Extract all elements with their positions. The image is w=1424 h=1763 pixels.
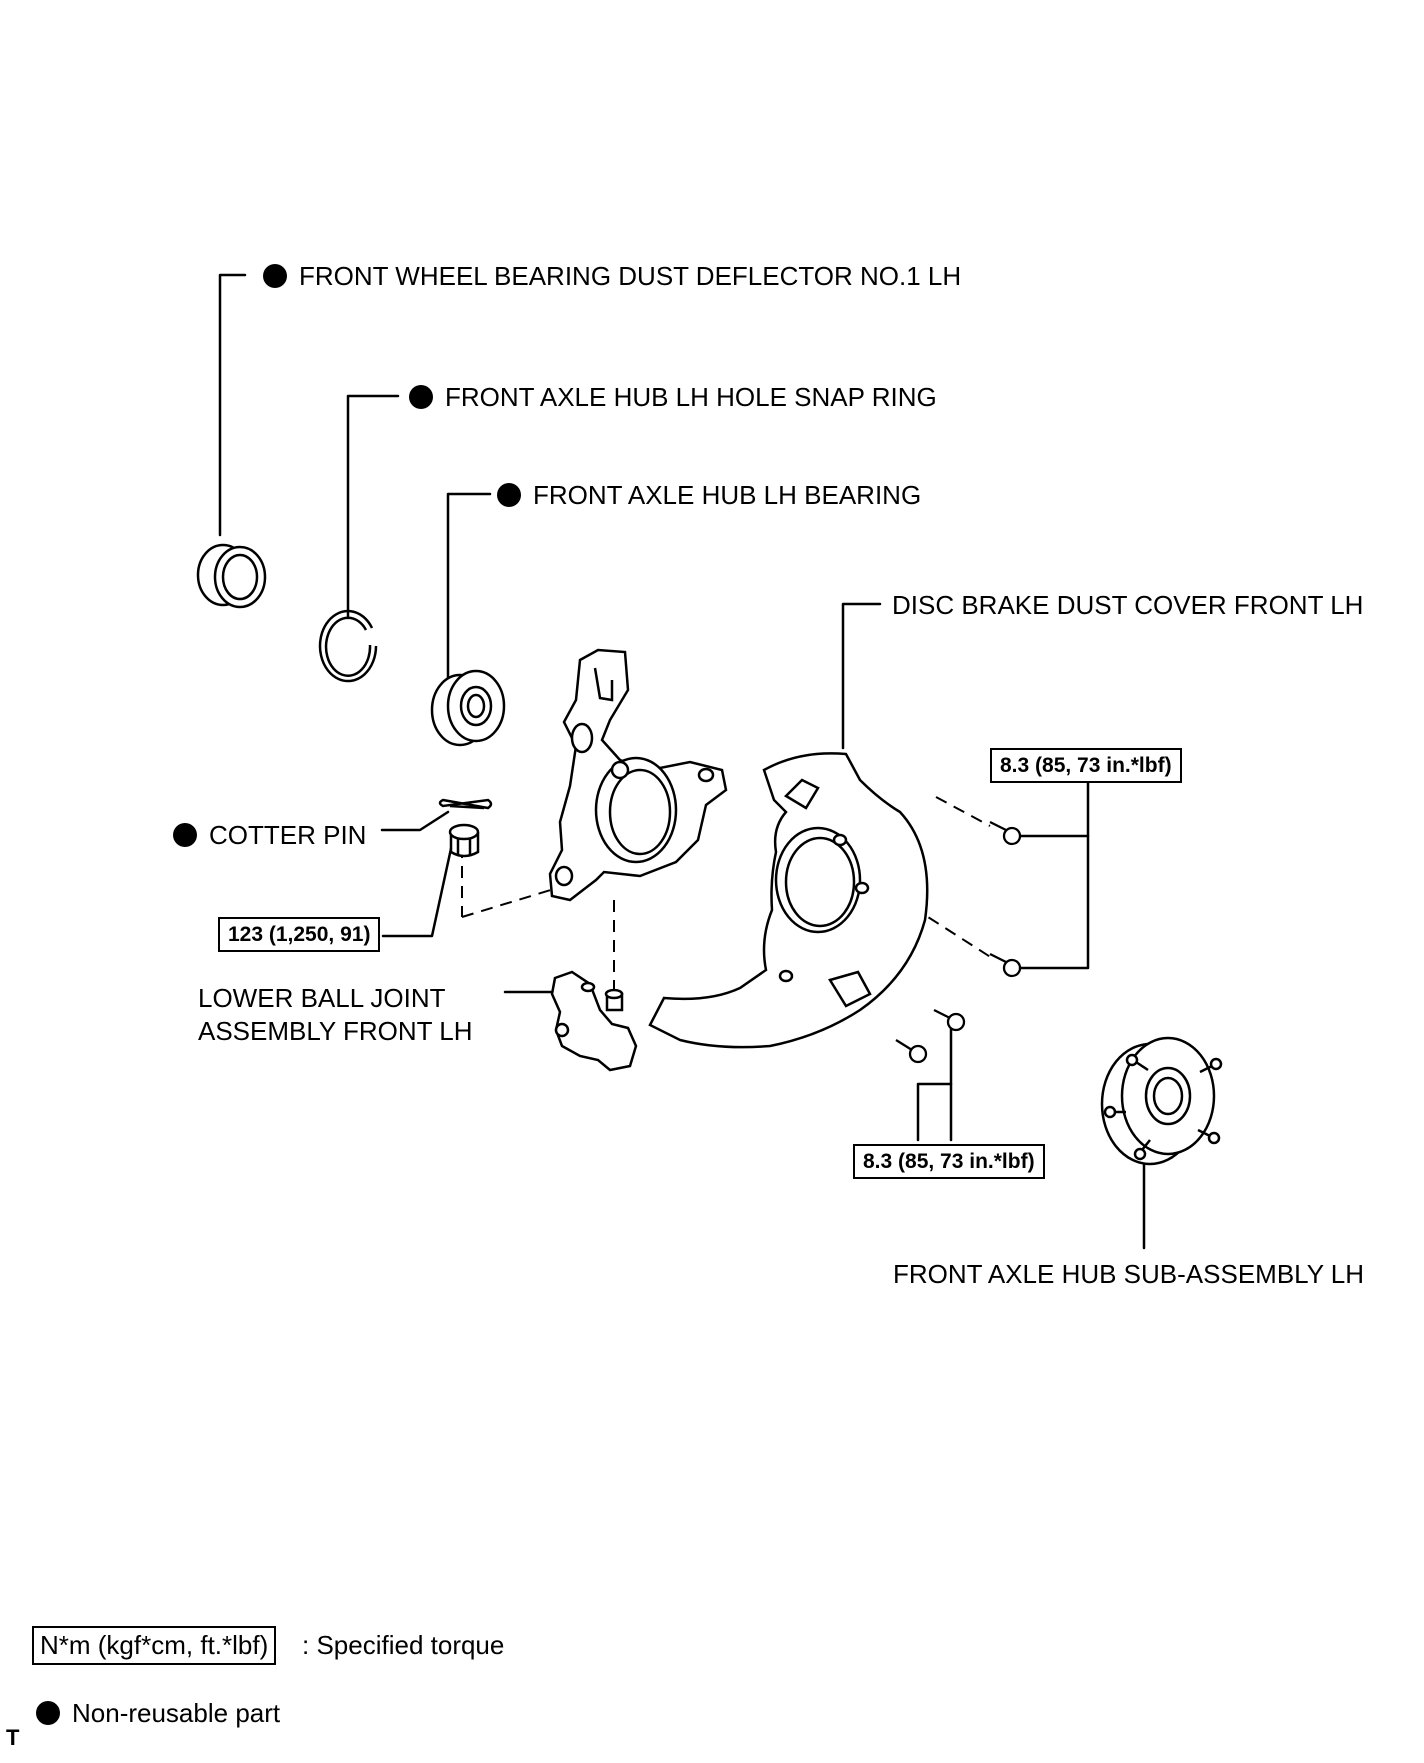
cotter-pin-part	[438, 798, 493, 810]
label-hub-bearing: FRONT AXLE HUB LH BEARING	[497, 482, 921, 508]
torque-cover-upper: 8.3 (85, 73 in.*lbf)	[990, 748, 1182, 784]
leader-hub-bearing	[446, 492, 492, 682]
bracket-upper-torque	[1010, 776, 1090, 970]
nonreusable-bullet-icon	[497, 483, 521, 507]
leader-snap-ring	[346, 394, 400, 620]
nonreusable-bullet-icon	[36, 1701, 60, 1725]
nonreusable-bullet-icon	[263, 264, 287, 288]
cover-bolts	[895, 820, 1022, 1064]
corner-mark: T	[6, 1725, 20, 1750]
leader-nut-torque	[381, 842, 454, 938]
legend-torque-desc: : Specified torque	[302, 1630, 505, 1660]
leader-cotter-pin	[380, 810, 450, 832]
hub-sub-assembly-part	[1100, 1036, 1223, 1166]
lower-ball-joint-part	[550, 970, 638, 1072]
bracket-lower-torque	[916, 1020, 953, 1142]
torque-cover-lower: 8.3 (85, 73 in.*lbf)	[853, 1144, 1045, 1180]
nonreusable-bullet-icon	[173, 823, 197, 847]
label-dust-deflector: FRONT WHEEL BEARING DUST DEFLECTOR NO.1 …	[263, 263, 961, 289]
legend-torque-unit: N*m (kgf*cm, ft.*lbf)	[32, 1626, 277, 1665]
castle-nut-part	[448, 823, 480, 858]
nonreusable-bullet-icon	[409, 385, 433, 409]
dust-deflector-part	[196, 543, 267, 609]
steering-knuckle-part	[548, 648, 728, 902]
snap-ring-part	[318, 609, 378, 683]
label-cotter-pin: COTTER PIN	[173, 822, 366, 848]
disc-cover-part	[648, 752, 929, 1049]
hub-bearing-part	[430, 669, 506, 747]
label-disc-cover: DISC BRAKE DUST COVER FRONT LH	[892, 590, 1364, 620]
label-hub-sub-assembly: FRONT AXLE HUB SUB-ASSEMBLY LH	[893, 1259, 1365, 1289]
leader-disc-cover	[841, 602, 882, 750]
label-snap-ring: FRONT AXLE HUB LH HOLE SNAP RING	[409, 384, 937, 410]
legend-nonreusable: Non-reusable part	[36, 1700, 280, 1726]
leader-dust-deflector	[218, 273, 247, 537]
torque-nut: 123 (1,250, 91)	[218, 917, 381, 953]
